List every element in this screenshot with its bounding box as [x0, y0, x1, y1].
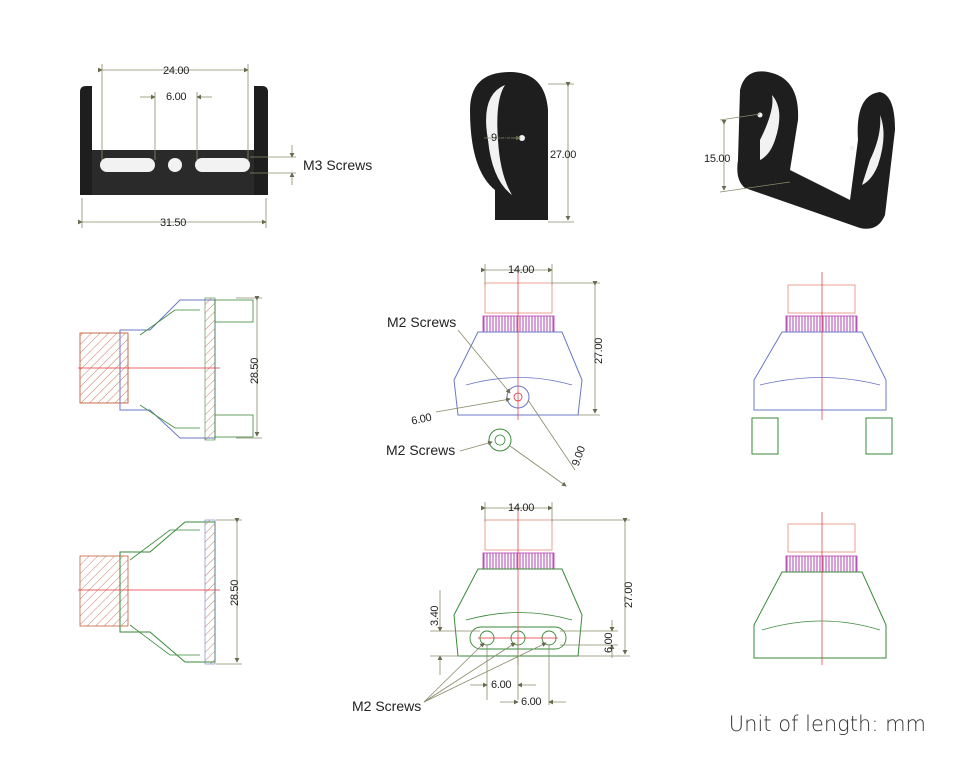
dim-side-height: 27.00 [550, 149, 576, 161]
dim-side-top-height: 28.50 [249, 358, 261, 384]
dim-hole-row-height: 3.40 [429, 606, 441, 626]
dim-iso-height: 15.00 [704, 153, 730, 165]
bracket-side-view: 9.00 27.00 [470, 72, 577, 223]
m2-screws-label-3: M2 Screws [352, 698, 421, 714]
dim-side-bottom-height: 28.50 [229, 580, 241, 606]
dim-hole-offset: 9.00 [491, 132, 511, 144]
dim-pitch-2: 6.00 [521, 696, 541, 708]
dim-inner-width: 24.00 [163, 65, 189, 77]
dim-front-top-hole-dia: 6.00 [410, 412, 432, 428]
camera-front-view-bottom: 14.00 27.00 3.40 6.00 6.00 6.00 M2 Screw… [352, 502, 635, 714]
camera-side-view-top: 28.50 [78, 296, 262, 441]
bracket-iso-view: 15.00 [704, 71, 895, 229]
dim-slot-gap: 6.00 [166, 91, 186, 103]
dim-outer-width: 31.50 [160, 217, 186, 229]
bracket-front-view: 24.00 6.00 31.50 M3 Screws [78, 64, 372, 229]
dim-pitch-1: 6.00 [491, 679, 511, 691]
dim-front-bottom-height: 27.00 [623, 582, 635, 608]
m3-screws-label: M3 Screws [303, 157, 372, 173]
camera-side-view-bottom: 28.50 [78, 518, 242, 665]
dim-front-bottom-hole-dia: 6.00 [603, 633, 615, 653]
dim-front-top-offset: 9.00 [570, 445, 588, 468]
camera-back-view-top [751, 272, 893, 455]
camera-back-view-bottom [753, 512, 887, 665]
unit-of-length-note: Unit of length: mm [728, 712, 926, 736]
dim-front-top-height: 27.00 [593, 338, 605, 364]
m2-screws-label-1: M2 Screws [387, 314, 456, 330]
dim-front-bottom-lens-width: 14.00 [508, 502, 534, 514]
m2-screws-label-2: M2 Screws [386, 442, 455, 458]
dim-front-top-lens-width: 14.00 [508, 264, 534, 276]
camera-front-view-top: 14.00 27.00 6.00 9.00 M2 Screws M2 Screw… [386, 264, 605, 487]
